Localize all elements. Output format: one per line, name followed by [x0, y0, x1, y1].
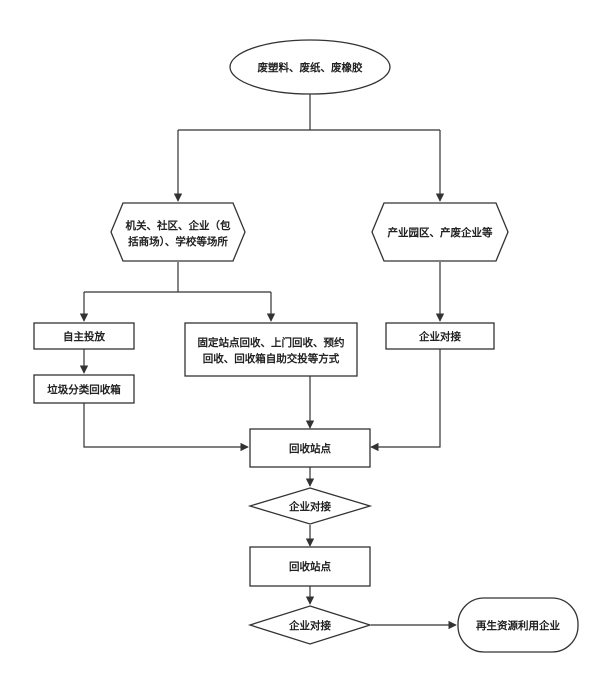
station-1-label: 回收站点: [289, 442, 331, 455]
industrial-label: 产业园区、产废企业等: [388, 226, 493, 239]
reuse-node: 再生资源利用企业: [457, 597, 579, 653]
docking-right-node: 企业对接: [385, 322, 495, 350]
fixed-points-label-line1: 固定站点回收、上门回收、预约: [198, 336, 345, 349]
station-2-node: 回收站点: [249, 546, 371, 587]
self-drop-label: 自主投放: [63, 330, 105, 343]
edge-source-split: [178, 94, 440, 131]
institutions-node: 机关、社区、企业（包 括商场）、学校等场所: [110, 202, 246, 262]
edge-bin-to-station: [83, 403, 249, 452]
industrial-node: 产业园区、产废企业等: [371, 202, 509, 262]
docking-1-node: 企业对接: [247, 487, 373, 525]
reuse-label: 再生资源利用企业: [476, 619, 560, 632]
sorting-bin-label: 垃圾分类回收箱: [47, 383, 121, 396]
docking-2-node: 企业对接: [247, 605, 373, 645]
institutions-label-line1: 机关、社区、企业（包: [126, 219, 231, 232]
fixed-points-label-line2: 回收、回收箱自助交投等方式: [203, 352, 340, 365]
institutions-label-line2: 括商场）、学校等场所: [128, 235, 228, 248]
docking-2-label: 企业对接: [288, 619, 331, 632]
station-2-label: 回收站点: [289, 560, 331, 573]
docking-1-label: 企业对接: [288, 500, 331, 513]
sorting-bin-node: 垃圾分类回收箱: [33, 374, 135, 404]
source-label: 废塑料、废纸、废橡胶: [258, 61, 363, 74]
source-node: 废塑料、废纸、废橡胶: [229, 39, 391, 95]
edge-institutions-split: [84, 262, 271, 293]
self-drop-node: 自主投放: [33, 322, 135, 350]
edge-docking-to-station: [370, 349, 441, 452]
docking-right-label: 企业对接: [418, 330, 461, 343]
station-1-node: 回收站点: [249, 428, 371, 468]
connectors: [79, 94, 457, 630]
fixed-points-node: 固定站点回收、上门回收、预约 回收、回收箱自助交投等方式: [184, 322, 358, 377]
